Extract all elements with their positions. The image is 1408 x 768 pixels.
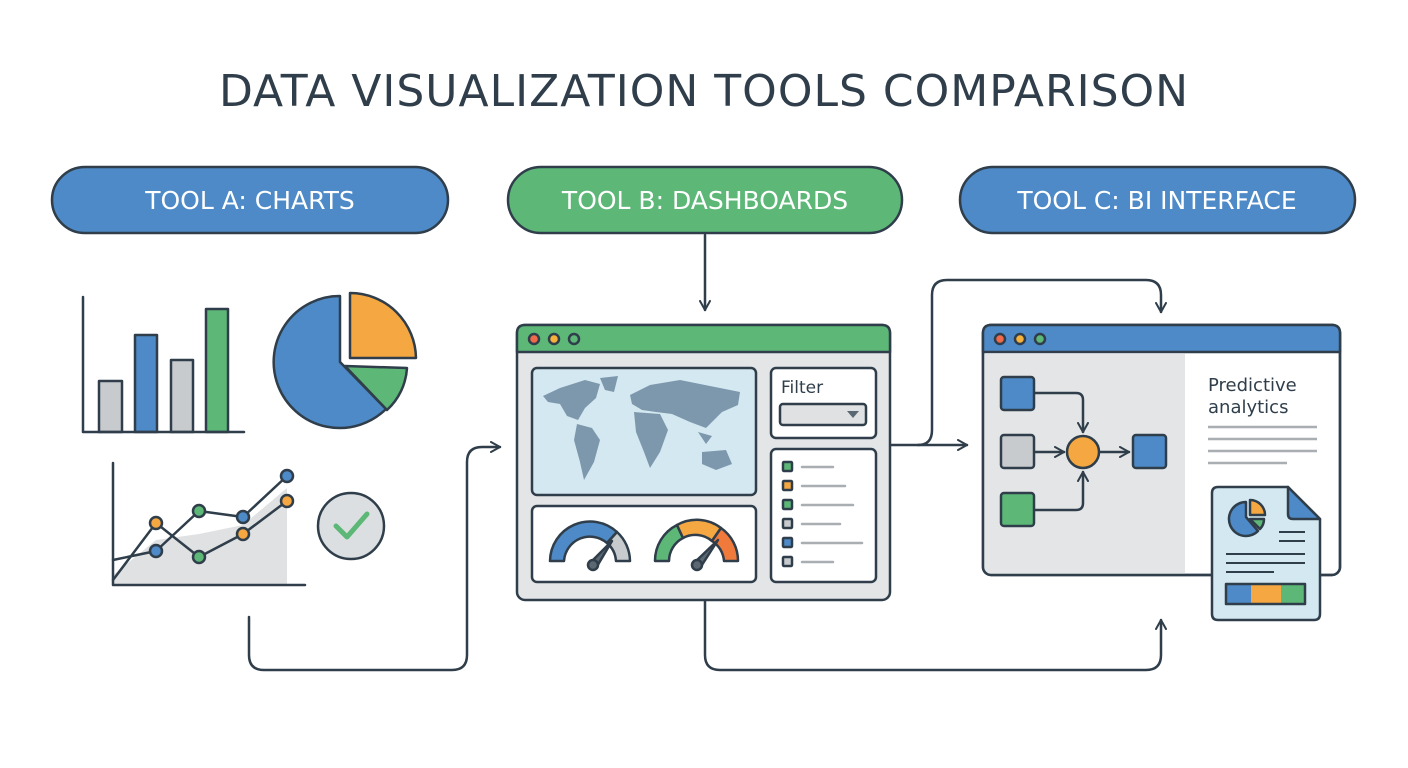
close-dot-icon [993, 332, 1007, 346]
gauge-1-icon [548, 520, 632, 572]
filter-panel: Filter [769, 366, 878, 440]
filter-label: Filter [781, 378, 823, 398]
flow-diagram [999, 375, 1168, 528]
filter-dropdown[interactable] [778, 402, 868, 427]
tool-a-label: TOOL A: CHARTS [144, 186, 355, 215]
tool-c-pill: TOOL C: BI INTERFACE [958, 165, 1357, 235]
tool-c-label: TOOL C: BI INTERFACE [1016, 186, 1296, 215]
page-title: DATA VISUALIZATION TOOLS COMPARISON [219, 66, 1189, 117]
check-circle-icon [316, 491, 386, 561]
tool-a-pill: TOOL A: CHARTS [50, 165, 450, 235]
legend-list-panel [769, 447, 878, 584]
predictive-title-line2: analytics [1208, 397, 1288, 418]
close-dot-icon [527, 332, 541, 346]
arrow-dashboard-to-report [703, 598, 1167, 672]
chevron-down-icon [847, 411, 859, 418]
tool-b-label: TOOL B: DASHBOARDS [561, 186, 848, 215]
world-map-panel [530, 366, 758, 497]
line-chart-icon [111, 461, 307, 587]
dashboard-window: Filter [515, 323, 892, 602]
arrow-a-to-dashboard [247, 441, 502, 672]
gauges-panel [530, 504, 758, 584]
arrow-dashboard-to-bi-top [916, 278, 1167, 447]
bar-chart-icon [81, 295, 246, 434]
text-lines [1208, 425, 1317, 465]
maximize-dot-icon [1033, 332, 1047, 346]
minimize-dot-icon [1013, 332, 1027, 346]
pie-chart-icon [272, 291, 418, 430]
report-document-icon [1210, 485, 1322, 622]
minimize-dot-icon [547, 332, 561, 346]
gauge-2-icon [653, 518, 740, 572]
predictive-title-line1: Predictive [1208, 375, 1297, 396]
maximize-dot-icon [567, 332, 581, 346]
tool-b-pill: TOOL B: DASHBOARDS [506, 165, 904, 235]
